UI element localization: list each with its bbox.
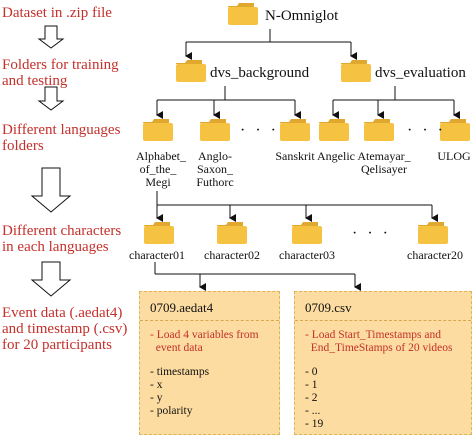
folder-icon-root — [228, 3, 258, 25]
step-arrow-1 — [37, 25, 65, 49]
step-label-5: Event data (.aedat4) and timestamp (.csv… — [2, 305, 128, 353]
step-label-3: Different languages folders — [2, 122, 121, 154]
folder-icon-lang-5 — [364, 119, 394, 141]
csv-file-box: 0709.csv - Load Start_Timestamps and End… — [294, 291, 472, 435]
folder-icon-char-2 — [217, 222, 247, 244]
folder-icon-char-20 — [418, 222, 448, 244]
step-label-2: Folders for training and testing — [2, 57, 119, 89]
folder-icon-lang-4 — [319, 119, 349, 141]
character-label: character03 — [279, 248, 335, 262]
root-folder-label: N-Omniglot — [265, 8, 339, 24]
language-label: Atemayar_ Qelisayer — [357, 149, 411, 176]
folder-icon-dvs-background — [176, 60, 206, 82]
aedat-description: - Load 4 variables from event data — [150, 329, 259, 354]
aedat-file-box: 0709.aedat4 - Load 4 variables from even… — [139, 291, 280, 435]
language-label: Anglo- Saxon_ Futhorc — [196, 149, 234, 189]
ellipsis-characters: · · · — [352, 225, 391, 242]
language-label: Alphabet_ of_the_ Megi — [136, 149, 186, 189]
step-arrow-4 — [30, 261, 72, 297]
csv-description: - Load Start_Timestamps and End_TimeStam… — [305, 329, 453, 354]
folder-icon-lang-3 — [280, 119, 310, 141]
step-arrow-3 — [30, 167, 72, 213]
folder-icon-char-3 — [292, 222, 322, 244]
split-label-background: dvs_background — [210, 65, 310, 81]
folder-icon-lang-2 — [200, 119, 230, 141]
step-label-4: Different characters in each languages — [2, 223, 122, 255]
csv-index-list: - 0 - 1 - 2 - ... - 19 — [305, 366, 324, 430]
aedat-variable-list: - timestamps - x - y - polarity — [150, 366, 210, 417]
step-arrow-2 — [37, 86, 65, 111]
language-label: Angelic — [317, 149, 355, 163]
aedat-file-name: 0709.aedat4 — [150, 300, 214, 315]
ellipsis-evaluation: · · · — [407, 122, 446, 139]
ellipsis-background: · · · — [240, 122, 279, 139]
character-label: character20 — [407, 248, 463, 262]
character-label: character02 — [204, 248, 260, 262]
csv-divider — [295, 320, 471, 321]
folder-icon-lang-1 — [143, 119, 173, 141]
aedat-divider — [140, 320, 279, 321]
folder-icon-dvs-evaluation — [341, 60, 371, 82]
csv-file-name: 0709.csv — [305, 300, 352, 315]
folder-icon-char-1 — [144, 222, 174, 244]
step-label-1: Dataset in .zip file — [2, 5, 112, 21]
language-label: ULOG — [437, 149, 471, 163]
character-label: character01 — [129, 248, 185, 262]
split-label-evaluation: dvs_evaluation — [375, 65, 466, 81]
language-label: Sanskrit — [275, 149, 315, 163]
